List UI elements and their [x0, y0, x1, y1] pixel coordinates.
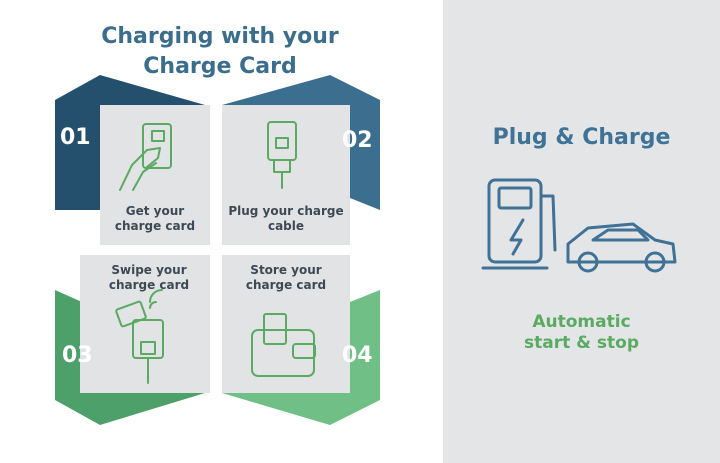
page-title: Charging with your Charge Card: [60, 22, 380, 82]
arrow-01: [55, 75, 205, 210]
step-03-label: Swipe your charge card: [108, 263, 190, 292]
step-04-label: Store your charge card: [245, 263, 327, 292]
charging-station-car-icon: [481, 178, 677, 273]
plug-charge-caption: Automatic start & stop: [524, 312, 639, 353]
step-01-card: [100, 105, 210, 245]
plug-and-charge-panel: Plug & Charge Automatic start & stop: [443, 0, 720, 463]
step-03-card: [80, 255, 210, 393]
title-line-1: Charging with your: [101, 24, 339, 49]
step-04-number: 04: [342, 343, 373, 368]
charging-plug-icon: [267, 121, 297, 189]
step-icons: [115, 121, 316, 384]
step-03-number: 03: [62, 343, 93, 368]
step-01-label: Get your charge card: [114, 204, 196, 233]
step-02-card: [222, 105, 350, 245]
contactless-card-plug-icon: [115, 289, 164, 384]
step-02-label: Plug your charge cable: [228, 204, 344, 233]
wallet-icon: [251, 313, 316, 377]
title-line-2: Charge Card: [143, 54, 297, 79]
step-02-number: 02: [342, 128, 373, 153]
plug-charge-title: Plug & Charge: [492, 125, 671, 150]
hand-holding-card-icon: [119, 123, 172, 191]
charge-card-panel: Charging with your Charge Card: [55, 22, 380, 425]
step-01-number: 01: [60, 125, 91, 150]
